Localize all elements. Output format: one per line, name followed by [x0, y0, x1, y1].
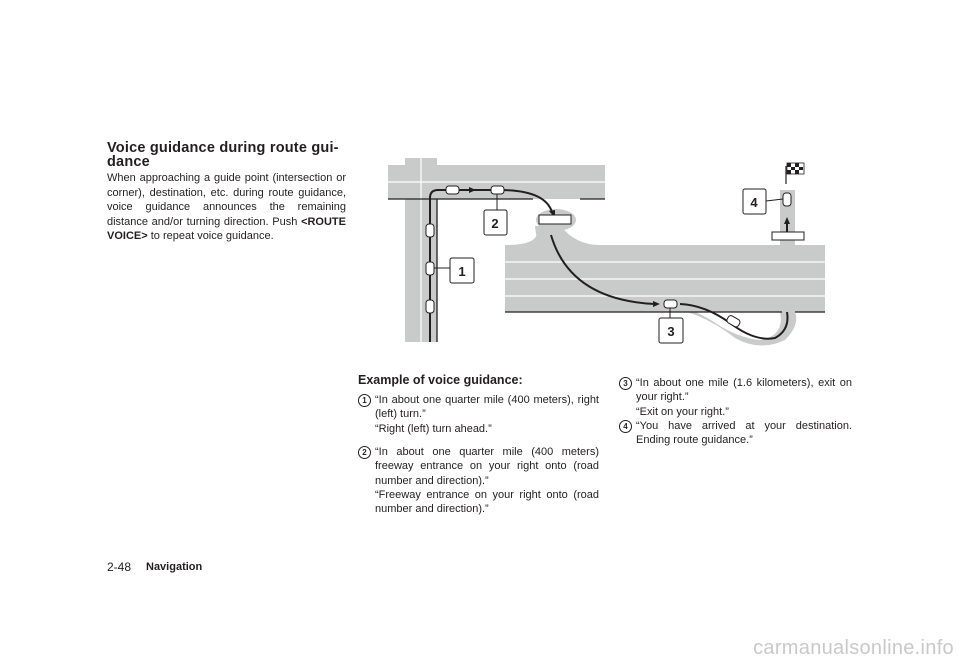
- callout-2: [483, 209, 508, 236]
- callouts: [434, 188, 784, 344]
- example-line: “Right (left) turn ahead.”: [375, 422, 492, 435]
- number-badge: 1: [358, 394, 371, 407]
- example-item-3: 3 “In about one mile (1.6 kilometers), e…: [619, 376, 852, 419]
- page-number: 2-48: [107, 560, 132, 574]
- example-item-2: 2 “In about one quarter mile (400 meters…: [358, 445, 599, 516]
- bridges: [538, 214, 805, 241]
- example-line: “In about one mile (1.6 kilometers), exi…: [636, 377, 852, 404]
- checkered-flag-icon: [785, 162, 805, 184]
- footer-section: Navigation: [146, 561, 203, 573]
- intro-tail: to repeat voice guidance.: [147, 230, 274, 242]
- example-line: “You have arrived at your destination. E…: [636, 420, 852, 447]
- title-line-2: dance: [107, 154, 150, 170]
- example-line: “Exit on your right.”: [636, 405, 729, 418]
- callout-label-1: 1: [458, 264, 465, 279]
- lane-lines: [388, 158, 825, 342]
- section-title: Voice guidance during route gui-dance: [107, 140, 347, 170]
- cars: [425, 185, 792, 328]
- example-line: “Freeway entrance on your right onto (ro…: [375, 488, 599, 516]
- example-line: “In about one quarter mile (400 meters) …: [375, 446, 599, 487]
- callout-1: [449, 257, 475, 284]
- intro-paragraph: When approaching a guide point (intersec…: [107, 171, 346, 244]
- callout-label-2: 2: [491, 216, 498, 231]
- callout-4: [742, 188, 767, 215]
- callout-3: [658, 317, 684, 344]
- examples-heading: Example of voice guidance:: [358, 373, 523, 387]
- title-line-1: Voice guidance during route gui-: [107, 140, 339, 156]
- number-badge: 3: [619, 377, 632, 390]
- example-line: “In about one quarter mile (400 meters),…: [375, 394, 599, 421]
- route-guidance-diagram: 1 2 3 4: [388, 158, 825, 346]
- road-edges: [388, 198, 825, 342]
- intro-text: When approaching a guide point (intersec…: [107, 172, 346, 228]
- number-badge: 4: [619, 420, 632, 433]
- number-badge: 2: [358, 446, 371, 459]
- callout-label-3: 3: [667, 324, 674, 339]
- route-path: [429, 189, 789, 342]
- arrowheads: [469, 187, 790, 307]
- watermark: carmanualsonline.info: [753, 637, 954, 659]
- route-voice-button-ref: <ROUTE VOICE>: [107, 215, 346, 243]
- callout-label-4: 4: [750, 195, 758, 210]
- example-item-1: 1 “In about one quarter mile (400 meters…: [358, 393, 599, 436]
- example-item-4: 4 “You have arrived at your destination.…: [619, 419, 852, 448]
